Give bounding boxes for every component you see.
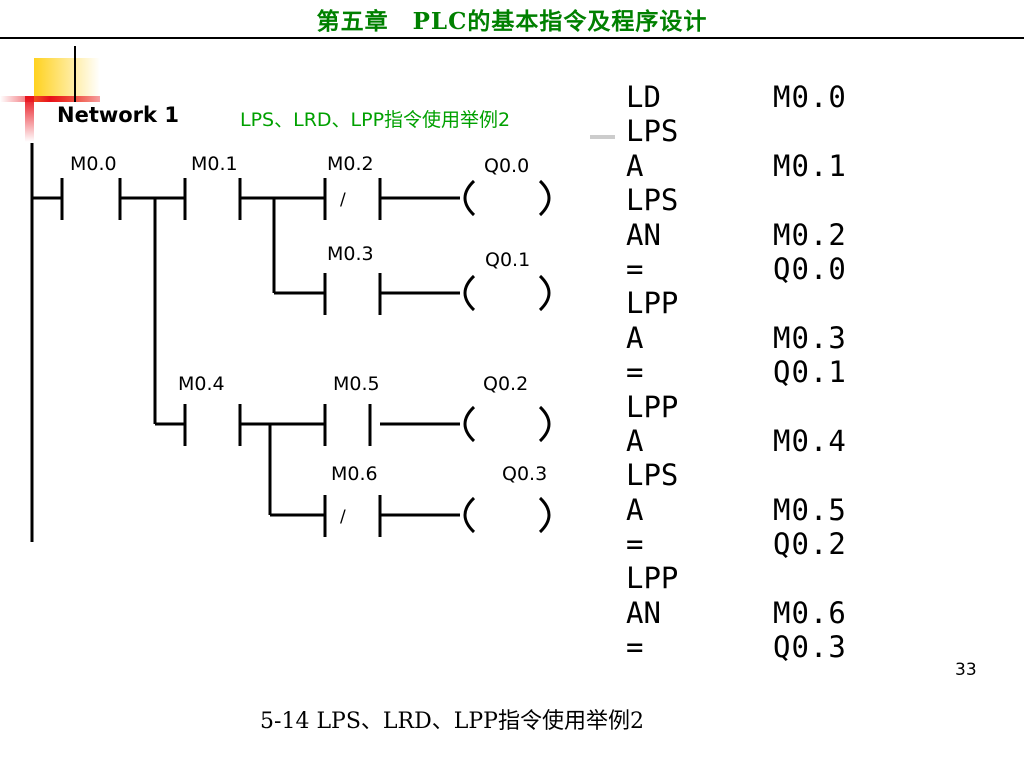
instruction-op: = (626, 251, 644, 286)
instruction-arg: Q0.1 (773, 355, 847, 390)
negation-slash: / (340, 507, 346, 527)
contact-label: M0.3 (327, 243, 374, 265)
instruction-arg: Q0.3 (773, 630, 847, 665)
slide-title: 第五章 PLC的基本指令及程序设计 (316, 8, 708, 35)
instruction-op: A (626, 492, 644, 527)
contact-m0-2: / M0.2 (323, 153, 382, 220)
title-divider (0, 37, 1024, 39)
instruction-op: = (626, 527, 644, 562)
instruction-arg: M0.4 (773, 423, 847, 458)
coil-q0-2: Q0.2 (463, 373, 551, 443)
decor-yellow-square (34, 58, 100, 102)
instruction-arg: Q0.2 (773, 527, 847, 562)
coil-label: Q0.3 (502, 463, 547, 485)
instruction-arg: M0.5 (773, 492, 847, 527)
contact-label: M0.0 (70, 153, 117, 175)
instruction-arg: M0.6 (773, 595, 847, 630)
network-label: Network 1 (57, 103, 179, 127)
instruction-op: LPP (626, 561, 679, 596)
instruction-op: LPP (626, 389, 679, 424)
contact-m0-4: M0.4 (178, 373, 242, 446)
negation-slash: / (340, 190, 346, 210)
contact-label: M0.6 (331, 463, 378, 485)
instruction-op: LPS (626, 458, 679, 493)
instruction-op: LPP (626, 286, 679, 321)
coil-q0-1: Q0.1 (463, 249, 551, 312)
contact-m0-0: M0.0 (60, 153, 122, 220)
instruction-op: LD (626, 80, 661, 114)
contact-label: M0.4 (178, 373, 225, 395)
instruction-op: = (626, 630, 644, 665)
coil-label: Q0.0 (484, 155, 529, 177)
instruction-op: A (626, 320, 644, 355)
rung-wires (32, 196, 460, 517)
instruction-op: A (626, 148, 644, 183)
contact-label: M0.1 (191, 153, 238, 175)
decor-red-bar-vertical (25, 96, 34, 142)
instruction-op: A (626, 423, 644, 458)
contact-m0-6: / M0.6 (323, 463, 382, 537)
instruction-op: LPS (626, 114, 679, 149)
coil-q0-0: Q0.0 (463, 155, 551, 217)
contact-label: M0.5 (333, 373, 380, 395)
instruction-arg: M0.1 (773, 148, 847, 183)
instruction-arg: M0.3 (773, 320, 847, 355)
instruction-arg: M0.2 (773, 217, 847, 252)
contact-m0-1: M0.1 (183, 153, 242, 220)
instruction-op: AN (626, 595, 661, 630)
coil-q0-3: Q0.3 (463, 463, 551, 534)
coil-label: Q0.1 (485, 249, 530, 271)
instruction-arg: Q0.0 (773, 251, 847, 286)
network-comment: LPS、LRD、LPP指令使用举例2 (240, 109, 511, 131)
coil-label: Q0.2 (483, 373, 528, 395)
instruction-op: AN (626, 217, 661, 252)
contact-m0-5: M0.5 (323, 373, 380, 446)
instruction-op: LPS (626, 183, 679, 218)
contact-m0-3: M0.3 (323, 243, 382, 315)
decor-red-bar-horizontal (0, 96, 100, 102)
instruction-op: = (626, 355, 644, 390)
contact-label: M0.2 (327, 153, 374, 175)
instruction-arg: M0.0 (773, 80, 847, 114)
page-number: 33 (955, 660, 977, 680)
figure-caption: 5-14 LPS、LRD、LPP指令使用举例2 (260, 709, 644, 734)
